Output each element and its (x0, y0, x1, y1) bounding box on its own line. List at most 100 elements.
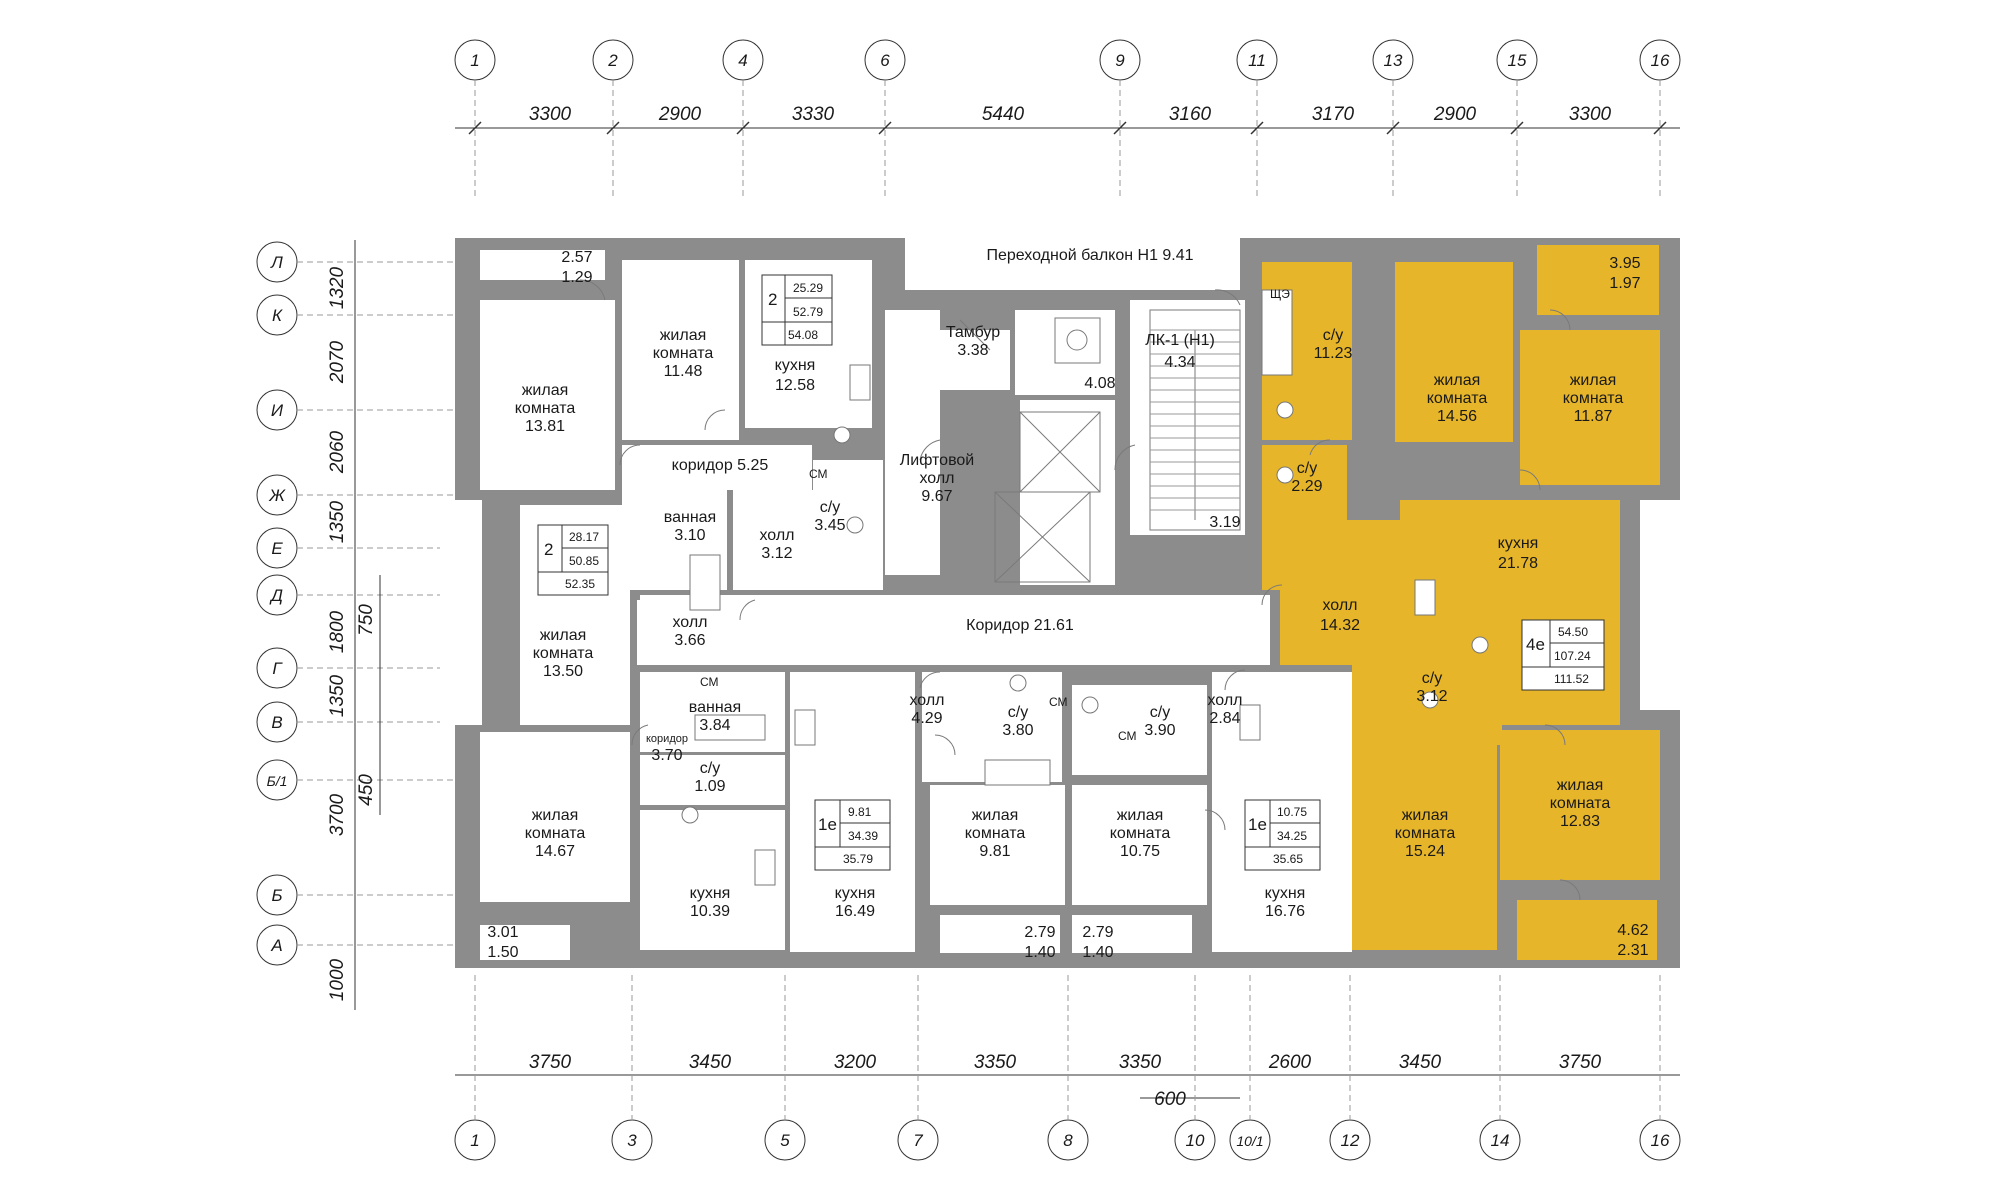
svg-text:25.29: 25.29 (793, 281, 823, 295)
room-name: комната (965, 825, 1026, 842)
dimension-tick (468, 121, 482, 135)
room-name: кухня (1498, 535, 1539, 552)
svg-text:107.24: 107.24 (1554, 649, 1591, 663)
room-name: комната (1427, 390, 1488, 407)
room-area: 3.12 (761, 545, 792, 562)
room-area: 2.57 (561, 249, 592, 266)
dim-top-1: 3300 (529, 104, 572, 125)
panel-label: ЩЭ (1270, 287, 1290, 301)
dim-bottom-1: 3750 (529, 1052, 572, 1073)
room-name: жилая (1117, 807, 1164, 824)
room-name: холл (672, 614, 707, 631)
svg-text:15: 15 (1508, 51, 1527, 70)
dim-left-5: 1800 (327, 610, 348, 653)
svg-text:12: 12 (1341, 1131, 1360, 1150)
room-label: коридор 5.25 (672, 457, 769, 474)
svg-text:35.65: 35.65 (1273, 852, 1303, 866)
svg-text:34.25: 34.25 (1277, 829, 1307, 843)
room-area: 12.58 (775, 377, 815, 394)
room-area: 3.80 (1002, 722, 1033, 739)
room-area: 4.08 (1084, 375, 1115, 392)
svg-text:35.79: 35.79 (843, 852, 873, 866)
axis-marker: 11 (1236, 39, 1278, 200)
axis-marker: 15 (1496, 39, 1538, 200)
dim-left-3: 2060 (327, 430, 348, 474)
axis-marker: И (256, 389, 460, 431)
building-rooms (480, 245, 1660, 960)
left-axis-markers: Л К И Ж Е Д Г В Б/1 Б А (256, 241, 460, 966)
axis-marker: 9 (1099, 39, 1141, 200)
room-name: жилая (1402, 807, 1449, 824)
svg-text:111.52: 111.52 (1554, 672, 1589, 686)
axis-marker: 8 (1047, 975, 1089, 1161)
svg-text:10: 10 (1186, 1131, 1205, 1150)
room-name: жилая (1570, 372, 1617, 389)
svg-text:1: 1 (470, 51, 479, 70)
svg-text:5: 5 (780, 1131, 790, 1150)
dim-bottom-8: 3750 (1559, 1052, 1602, 1073)
dim-left-7: 3700 (327, 793, 348, 836)
svg-text:Л: Л (270, 253, 283, 272)
room-area: 1.40 (1082, 944, 1113, 961)
room-area: 3.45 (814, 517, 845, 534)
room-name: жилая (972, 807, 1019, 824)
svg-text:И: И (271, 401, 284, 420)
room-name: жилая (532, 807, 579, 824)
room-name: жилая (1557, 777, 1604, 794)
svg-text:3: 3 (627, 1131, 637, 1150)
room-name: жилая (660, 327, 707, 344)
axis-marker: Б (256, 874, 460, 916)
dimension-tick (1250, 121, 1264, 135)
room-area: 10.39 (690, 903, 730, 920)
room-name: ЛК-1 (Н1) (1145, 332, 1215, 349)
room-name: с/у (1297, 460, 1317, 477)
room-area: 3.19 (1209, 514, 1240, 531)
svg-text:6: 6 (880, 51, 890, 70)
dimension-tick (1386, 121, 1400, 135)
room-area: 4.34 (1164, 354, 1195, 371)
room-area: 3.90 (1144, 722, 1175, 739)
svg-text:Д: Д (269, 586, 283, 605)
room-area: 2.79 (1082, 924, 1113, 941)
room-area: 13.50 (543, 663, 583, 680)
room-area: 1.50 (487, 944, 518, 961)
room-name: ванная (689, 699, 741, 716)
left-dimension-chain: 1320 2070 2060 1350 1800 1350 3700 1000 … (327, 240, 381, 1010)
top-dimension-chain: 3300 2900 3330 5440 3160 3170 2900 3300 (455, 104, 1680, 135)
room-name: Тамбур (946, 324, 1000, 341)
top-axis-markers: 1 2 4 6 9 11 13 15 16 (454, 39, 1681, 200)
dim-left-inner-2: 450 (356, 774, 377, 806)
room-label: Переходной балкон Н1 9.41 (986, 247, 1193, 264)
axis-marker: 14 (1479, 975, 1521, 1161)
room-name: с/у (1323, 327, 1343, 344)
room-area: 14.32 (1320, 617, 1360, 634)
dim-top-7: 2900 (1433, 104, 1477, 125)
dim-left-inner-1: 750 (356, 604, 377, 636)
apartment-box-2-left: 2 28.17 50.85 52.35 (537, 524, 609, 596)
room-name: комната (1110, 825, 1171, 842)
svg-text:13: 13 (1384, 51, 1403, 70)
room-area: 3.95 (1609, 255, 1640, 272)
room-name: кухня (1265, 885, 1306, 902)
svg-text:16: 16 (1651, 1131, 1670, 1150)
axis-marker: Е (256, 527, 460, 569)
room-area: 12.83 (1560, 813, 1600, 830)
room-name: комната (653, 345, 714, 362)
room-area: 11.48 (664, 363, 703, 380)
axis-marker: 10 (1174, 975, 1216, 1161)
room-area: 9.67 (921, 488, 952, 505)
washer-label: СМ (700, 675, 719, 689)
svg-text:52.35: 52.35 (565, 577, 595, 591)
apartment-box-2-top: 2 25.29 52.79 54.08 (761, 274, 833, 346)
dim-left-1: 1320 (327, 266, 348, 309)
room-name: комната (515, 400, 576, 417)
axis-marker: 13 (1372, 39, 1414, 200)
room-name: холл (909, 692, 944, 709)
axis-marker: Г (256, 647, 460, 689)
room-area: 1.97 (1609, 275, 1640, 292)
svg-text:54.08: 54.08 (788, 328, 818, 342)
axis-marker: 16 (1639, 39, 1681, 200)
room-area: 16.76 (1265, 903, 1305, 920)
svg-text:4: 4 (738, 51, 747, 70)
dim-bottom-4: 3350 (974, 1052, 1017, 1073)
